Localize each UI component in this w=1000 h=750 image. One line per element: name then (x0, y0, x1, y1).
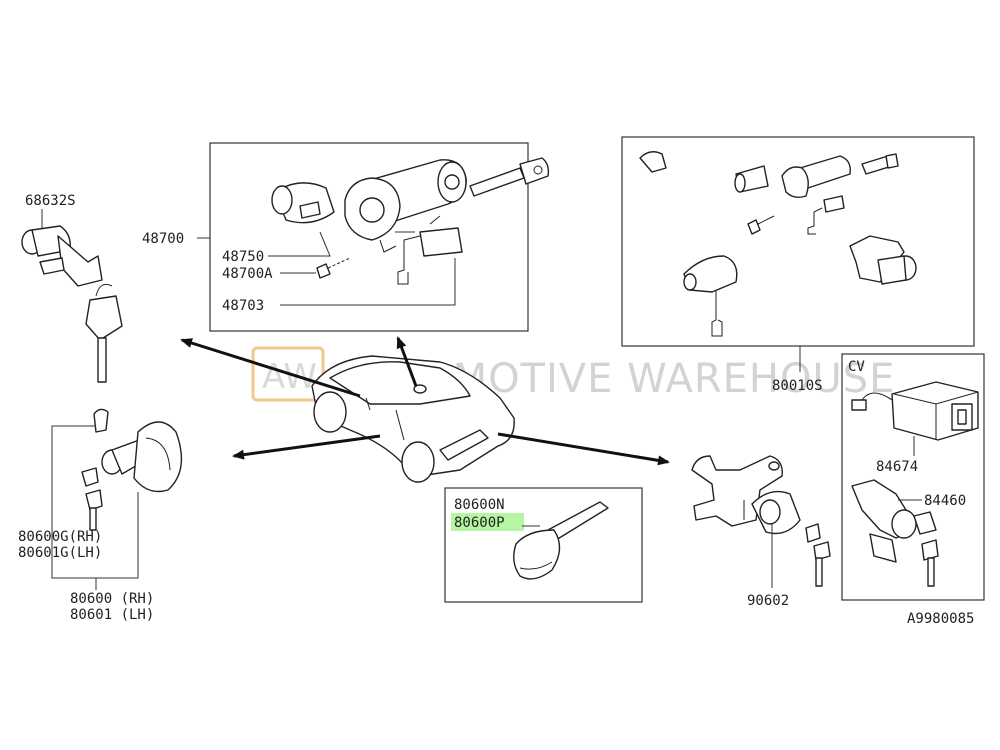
door-lock-cylinder-icon (101, 421, 183, 493)
cv-group: CV 84674 84460 (841, 353, 985, 601)
cv-latch-icon (851, 479, 939, 587)
lock-kit-group: 80010S (621, 136, 975, 394)
steering-lock-icon (344, 159, 467, 253)
label-84460[interactable]: 84460 (924, 493, 966, 509)
lock-kit-box (621, 136, 975, 347)
watermark-logo-text: AW (262, 357, 317, 397)
door-lock-90602-group: 90602 (691, 455, 831, 609)
cv-box (841, 353, 985, 601)
arrow-to-trunk-lock (180, 338, 361, 398)
trunk-lock-cylinder-icon (21, 225, 103, 287)
kit-key-icon (861, 153, 899, 175)
arrow-to-door-lock (232, 434, 381, 460)
cv-module-icon (851, 381, 979, 441)
label-80600p[interactable]: 80600P (454, 515, 505, 531)
label-48703[interactable]: 48703 (222, 298, 264, 314)
key-blank-box (444, 487, 643, 603)
kit-screw-icon (747, 215, 775, 235)
door-key-90602-icon (805, 523, 831, 587)
ignition-switch-box (209, 142, 529, 332)
label-48750[interactable]: 48750 (222, 249, 264, 265)
ignition-cylinder-icon (271, 182, 335, 224)
door-lock-clip-icon (93, 408, 109, 433)
label-80600g-rh[interactable]: 80600G(RH) (18, 529, 102, 545)
door-lock-group: 80600G(RH) 80601G(LH) 80600 (RH) 80601 (… (18, 408, 183, 623)
label-68632s[interactable]: 68632S (25, 193, 76, 209)
label-80600n[interactable]: 80600N (454, 497, 505, 513)
label-cv: CV (848, 359, 865, 375)
arrow-to-door-lock-90602 (497, 432, 670, 466)
kit-cylinder-icon (734, 165, 769, 193)
callout-arrows (180, 336, 670, 466)
arrow-to-ignition (396, 336, 418, 387)
ignition-switch-group: 48700 (142, 142, 550, 332)
kit-door-latch-icon (849, 235, 917, 285)
door-key-icon (81, 467, 103, 531)
kit-clip-icon (639, 151, 667, 173)
diagram-id: A9980085 (907, 611, 974, 627)
label-48700a[interactable]: 48700A (222, 266, 273, 282)
label-80600-rh[interactable]: 80600 (RH) (70, 591, 154, 607)
label-80601g-lh[interactable]: 80601G(LH) (18, 545, 102, 561)
kit-trunk-lock-icon (683, 255, 738, 337)
label-84674[interactable]: 84674 (876, 459, 918, 475)
ignition-key-icon (469, 157, 550, 197)
kit-steering-lock-icon (781, 155, 851, 199)
door-lock-90602-icon (691, 455, 801, 535)
highlight-80600p (451, 513, 524, 531)
key-blank-group: 80600N 80600P (444, 487, 643, 603)
label-80010s[interactable]: 80010S (772, 378, 823, 394)
key-blank-icon (513, 501, 609, 580)
screw-icon (316, 257, 351, 279)
trunk-lock-group: 68632S (21, 193, 123, 383)
label-80601-lh[interactable]: 80601 (LH) (70, 607, 154, 623)
label-48700[interactable]: 48700 (142, 231, 184, 247)
vehicle-icon (311, 355, 515, 483)
trunk-key-icon (85, 283, 123, 383)
kit-switch-icon (807, 195, 845, 235)
ignition-switch-icon (397, 215, 463, 285)
label-90602[interactable]: 90602 (747, 593, 789, 609)
